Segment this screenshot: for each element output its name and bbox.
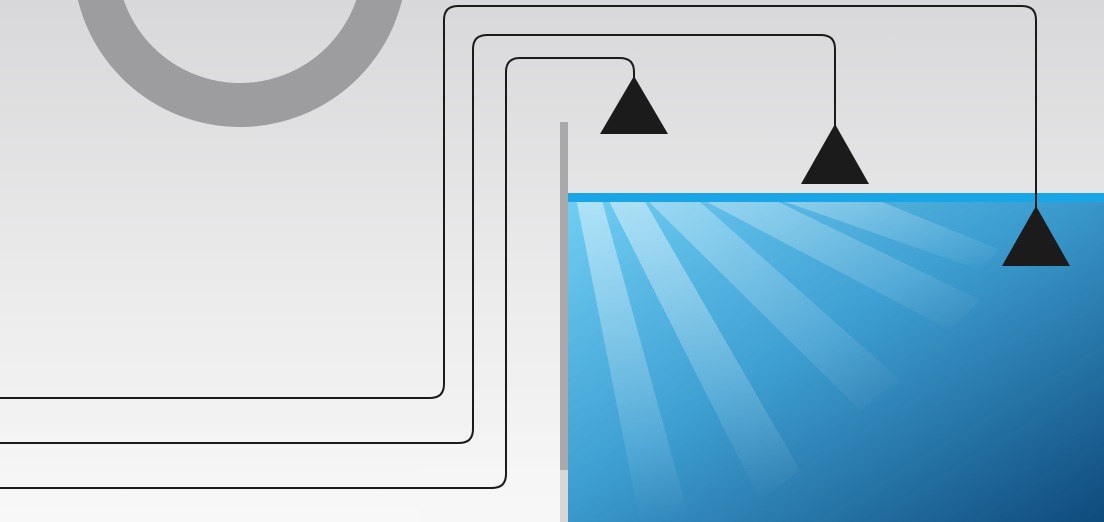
water-surface [568,193,1104,202]
tank-floor-glow [420,470,568,522]
tank-wall [560,122,568,522]
